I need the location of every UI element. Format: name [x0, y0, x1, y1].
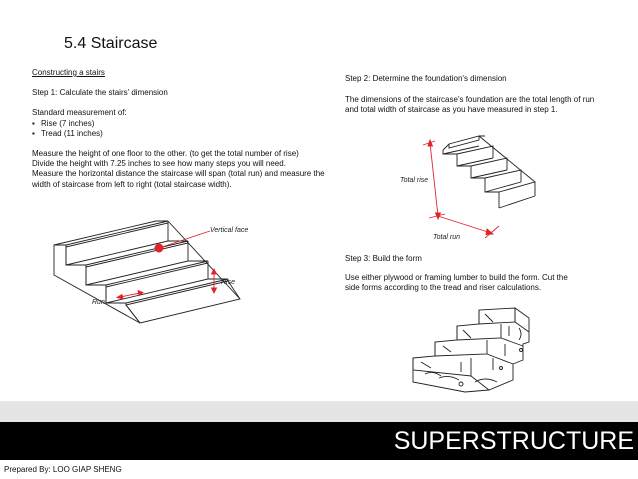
step2-line: and total width of staircase as you have…	[345, 105, 558, 115]
section-title: 5.4 Staircase	[64, 35, 158, 52]
step2-text: Step 2: Determine the foundation's dimen…	[345, 74, 615, 116]
step3-line: Use either plywood or framing lumber to …	[345, 273, 568, 283]
step3-title: Step 3: Build the form	[345, 254, 422, 263]
paragraph-line: width of staircase from left to right (t…	[32, 179, 232, 189]
constructing-heading: Constructing a stairs	[32, 68, 105, 77]
step3-text: Step 3: Build the form Use either plywoo…	[345, 254, 615, 293]
step2-line: The dimensions of the staircase's founda…	[345, 95, 595, 105]
step3-line: side forms according to the tread and ri…	[345, 283, 542, 293]
author-footer: Prepared By: LOO GIAP SHENG	[4, 465, 122, 474]
wooden-form-illustration	[405, 298, 545, 398]
gray-band	[0, 401, 638, 422]
run-label: Run	[92, 299, 105, 306]
paragraph-line: Measure the horizontal distance the stai…	[32, 169, 325, 179]
total-rise-label: Total rise	[400, 177, 428, 184]
standard-label: Standard measurement of:	[32, 108, 127, 118]
stair-diagram: Vertical face Rise Run	[40, 205, 340, 325]
foundation-diagram: Total rise Total run	[395, 130, 605, 245]
left-column-text: Constructing a stairs Step 1: Calculate …	[32, 68, 342, 190]
foundation-diagram-svg: Total rise Total run	[400, 135, 536, 241]
rise-label: Rise	[221, 279, 235, 286]
step2-title: Step 2: Determine the foundation's dimen…	[345, 74, 507, 83]
wooden-form-svg	[412, 307, 530, 393]
stair-diagram-svg: Vertical face Rise Run	[53, 220, 248, 324]
step1-title: Step 1: Calculate the stairs' dimension	[32, 88, 168, 98]
measurement-list: Rise (7 inches) Tread (11 inches)	[32, 119, 342, 140]
superstructure-banner: SUPERSTRUCTURE	[393, 427, 634, 455]
total-run-label: Total run	[433, 234, 460, 241]
paragraph-line: Divide the height with 7.25 inches to se…	[32, 159, 286, 169]
list-item: Rise (7 inches)	[32, 119, 342, 129]
list-item: Tread (11 inches)	[32, 129, 342, 139]
paragraph-line: Measure the height of one floor to the o…	[32, 149, 299, 159]
black-band	[0, 422, 638, 460]
vertical-face-label: Vertical face	[210, 227, 248, 234]
